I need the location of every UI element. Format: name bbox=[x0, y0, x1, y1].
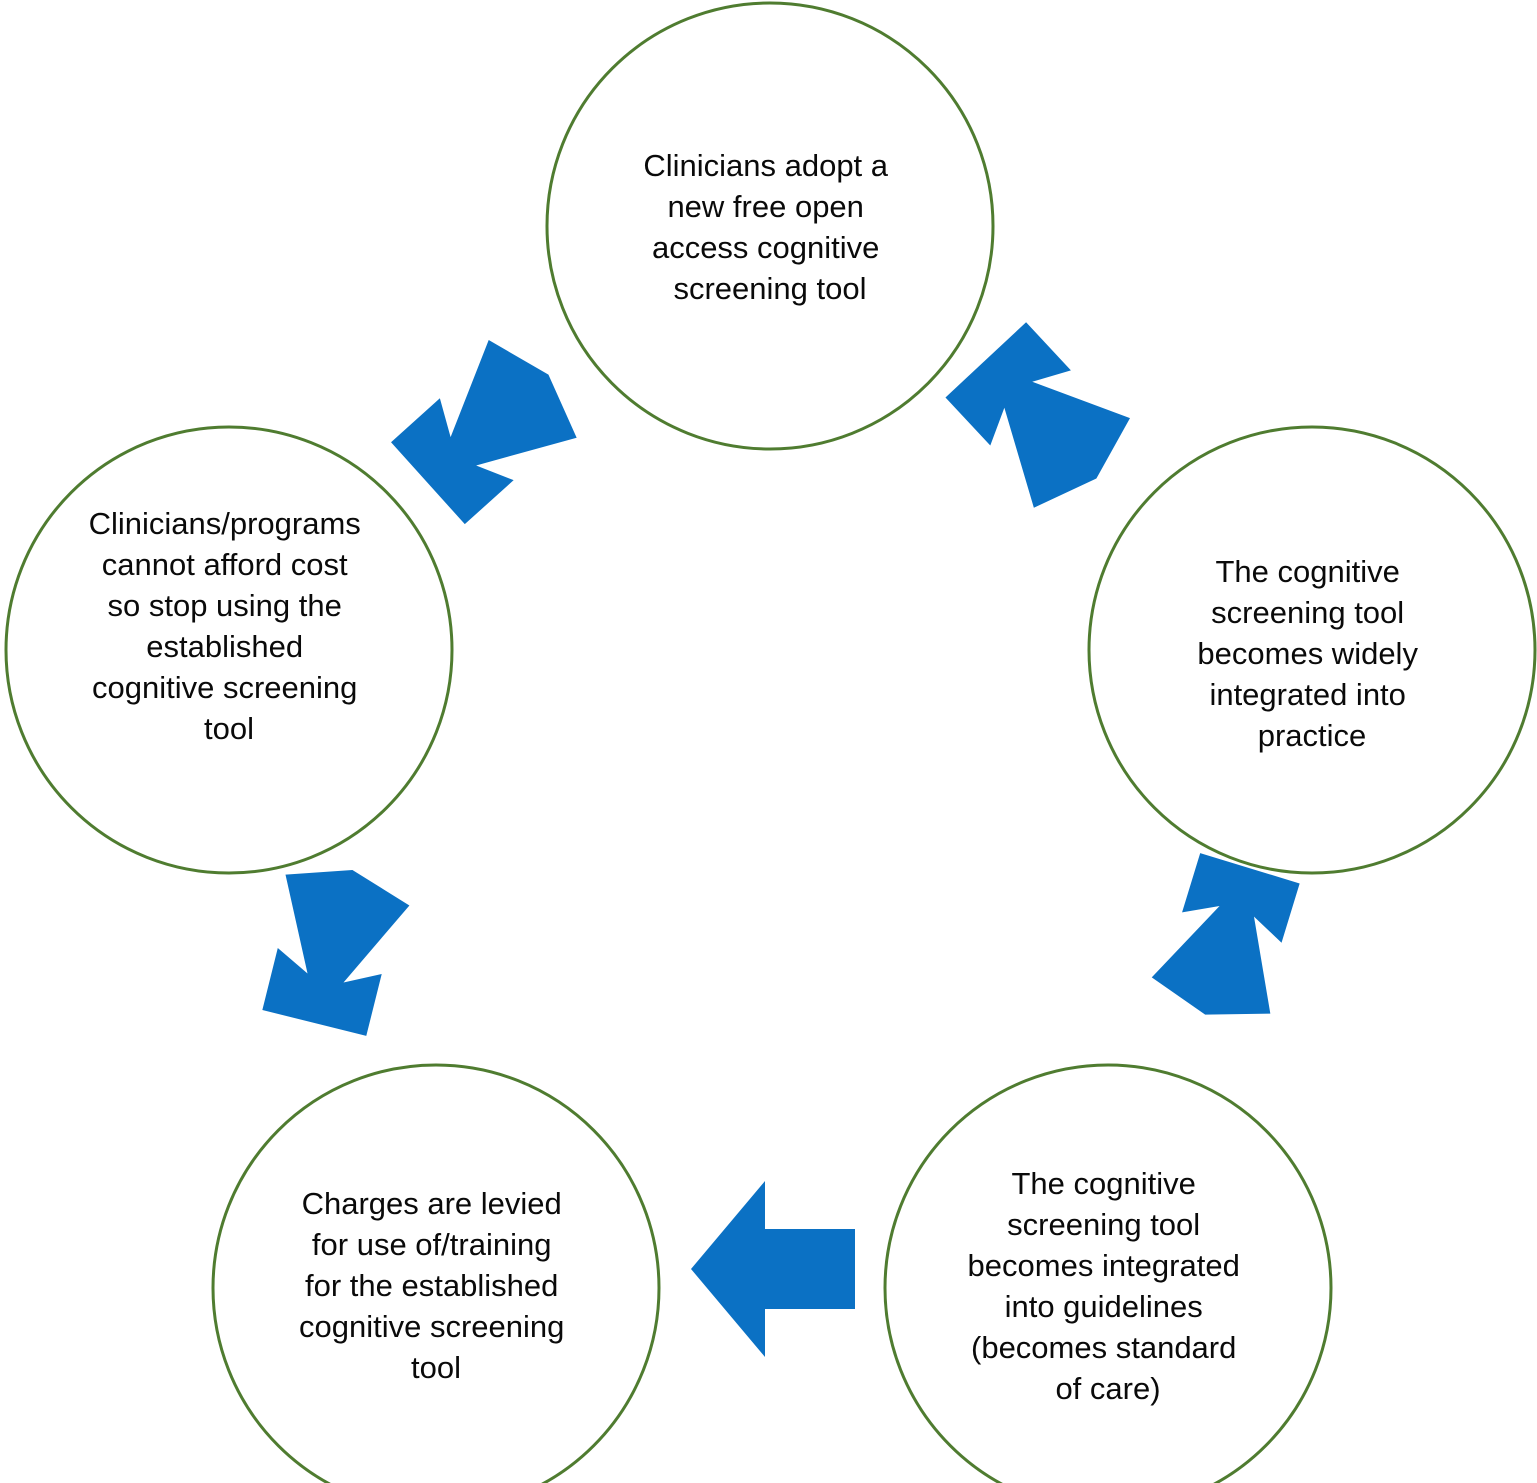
node-label-2: The cognitive screening tool becomes wid… bbox=[1197, 554, 1426, 753]
node-clinicians-adopt-new-tool[interactable]: Clinicians adopt a new free open access … bbox=[545, 1, 995, 451]
node-circle-1 bbox=[545, 1, 995, 451]
arrow-top-to-right-icon bbox=[937, 315, 1145, 524]
arrow-left-to-top-icon bbox=[383, 325, 593, 533]
node-circle-5 bbox=[4, 425, 454, 875]
arrow-bottom-left-to-left-icon bbox=[252, 854, 415, 1039]
node-circle-2 bbox=[1087, 425, 1537, 875]
node-cannot-afford-cost[interactable]: Clinicians/programs cannot afford cost s… bbox=[4, 425, 454, 875]
node-circle-4 bbox=[211, 1063, 661, 1483]
node-tool-in-guidelines[interactable]: The cognitive screening tool becomes int… bbox=[883, 1063, 1333, 1483]
node-tool-widely-integrated[interactable]: The cognitive screening tool becomes wid… bbox=[1087, 425, 1537, 875]
node-label-1: Clinicians adopt a new free open access … bbox=[643, 148, 896, 306]
node-label-4: Charges are levied for use of/training f… bbox=[299, 1186, 573, 1385]
arrow-bottom-right-to-bottom-left-icon bbox=[691, 1181, 855, 1357]
arrow-right-to-bottom-right-icon bbox=[1145, 850, 1310, 1033]
node-charges-levied[interactable]: Charges are levied for use of/training f… bbox=[211, 1063, 661, 1483]
node-label-5: Clinicians/programs cannot afford cost s… bbox=[89, 506, 370, 746]
node-label-3: The cognitive screening tool becomes int… bbox=[968, 1166, 1249, 1406]
node-circle-3 bbox=[883, 1063, 1333, 1483]
